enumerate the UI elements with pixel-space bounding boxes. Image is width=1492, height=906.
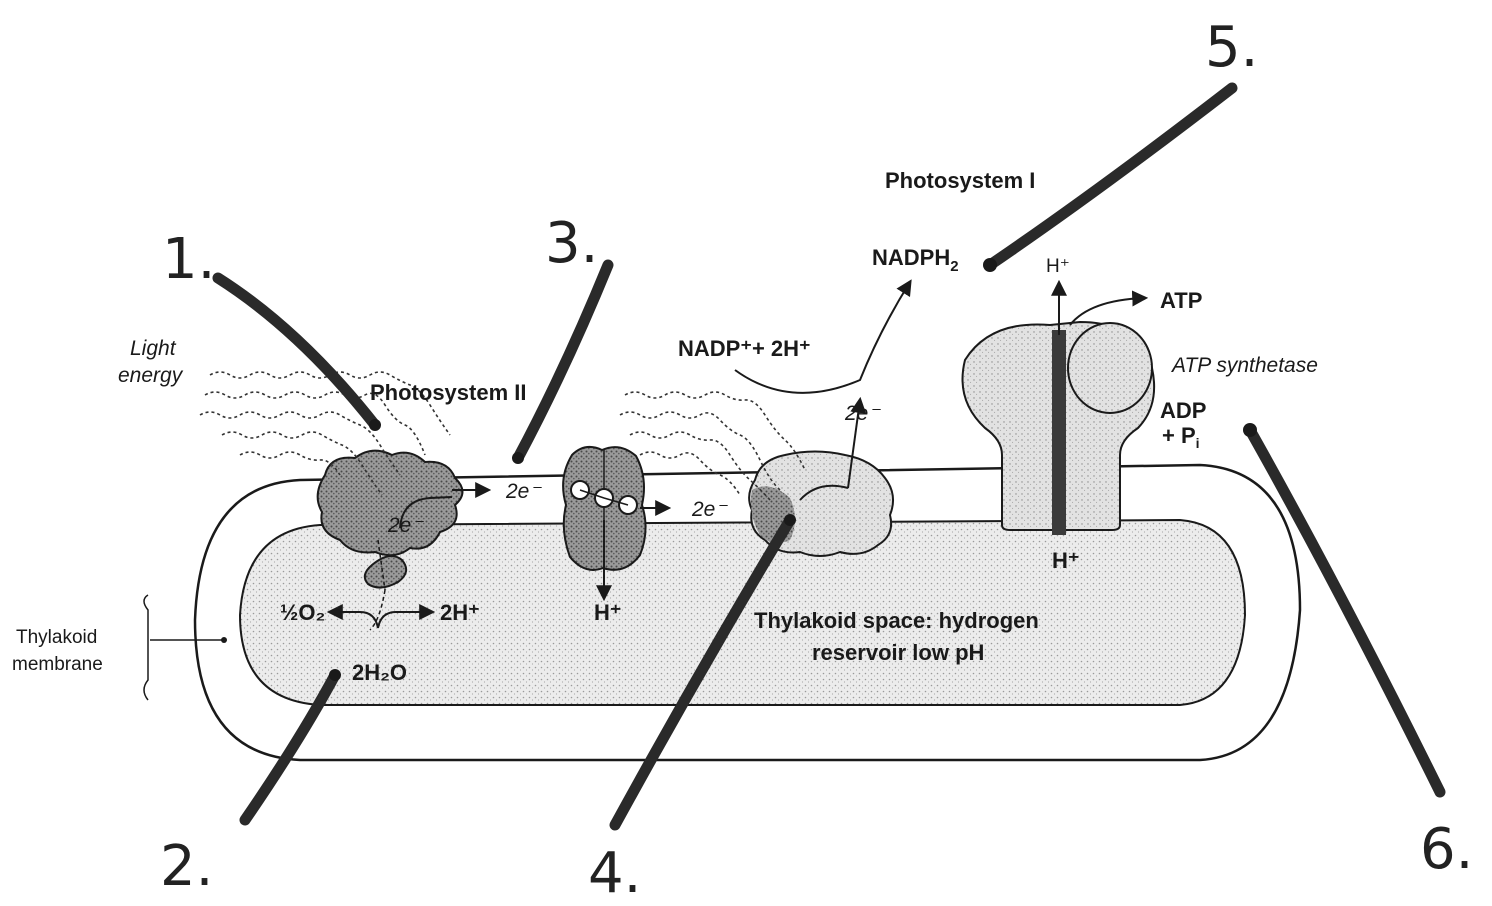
electron-ps2-in-label: 2e⁻ [387, 514, 424, 537]
nadph2-label: NADPH2 [872, 245, 959, 275]
water-label: 2H₂O [352, 660, 407, 685]
electron-cytochrome-label: 2e⁻ [691, 498, 728, 521]
membrane-bracket [144, 595, 227, 700]
electron-ps2-out-label: 2e⁻ [505, 480, 542, 503]
marker-5: 5. [1205, 15, 1258, 80]
marker-4: 4. [588, 841, 641, 901]
atp-synthetase-label: ATP synthetase [1170, 354, 1318, 377]
hydrogen-ions-label: 2H⁺ [440, 600, 480, 625]
light-energy-label-1: Light [130, 337, 177, 360]
nadp-label: NADP⁺+ 2H⁺ [678, 336, 811, 361]
photosystem-i-label: Photosystem I [885, 168, 1035, 193]
h-plus-top-label: H⁺ [1046, 256, 1070, 277]
atp-label: ATP [1160, 288, 1202, 313]
thylakoid-membrane-label-1: Thylakoid [16, 627, 97, 648]
light-energy-label-2: energy [118, 364, 184, 387]
electron-ps1-label: 2e⁻ [844, 402, 881, 425]
marker-6: 6. [1420, 817, 1473, 882]
marker-1: 1. [162, 227, 215, 292]
photosystem-ii-label: Photosystem II [370, 380, 526, 405]
photosystem-i-complex [749, 452, 893, 557]
h-plus-mid-label: H⁺ [594, 600, 622, 625]
marker-2: 2. [160, 834, 213, 899]
h-plus-bottom-label: H⁺ [1052, 548, 1080, 573]
thylakoid-membrane-label-2: membrane [12, 654, 103, 675]
oxygen-label: ½O₂ [280, 600, 325, 625]
thylakoid-space-label-2: reservoir low pH [812, 640, 984, 665]
thylakoid-space-label-1: Thylakoid space: hydrogen [754, 608, 1039, 633]
pointer-6 [1250, 430, 1440, 792]
pi-label: + Pi [1162, 423, 1200, 451]
marker-3: 3. [545, 211, 598, 276]
pointer-3 [518, 265, 608, 458]
atp-synthetase-complex [963, 322, 1155, 535]
pointer-1 [218, 278, 375, 425]
adp-label: ADP [1160, 398, 1206, 423]
